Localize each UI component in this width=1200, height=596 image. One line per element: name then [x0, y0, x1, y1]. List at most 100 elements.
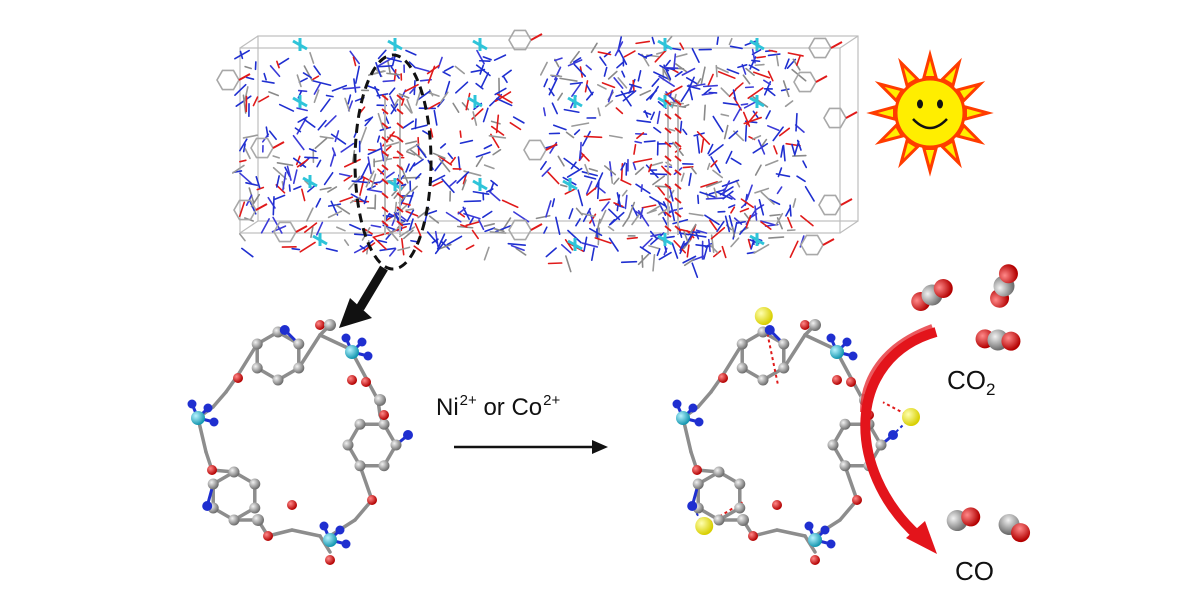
- framework-bond: [471, 229, 479, 240]
- framework-bond: [242, 94, 247, 114]
- framework-bond: [377, 112, 385, 131]
- framework-bond: [446, 235, 463, 246]
- framework-bond: [501, 69, 512, 78]
- framework-bond: [539, 61, 548, 76]
- reaction-arrow-icon: [454, 440, 608, 454]
- framework-bond: [590, 247, 595, 261]
- reactant-formula: CO: [947, 365, 986, 395]
- framework-bond: [721, 179, 740, 188]
- carbon-atom: [293, 362, 305, 374]
- framework-bond: [293, 185, 302, 191]
- framework-bond: [747, 87, 764, 99]
- framework-bond: [704, 214, 720, 226]
- framework-bond: [607, 70, 618, 80]
- framework-bond: [541, 167, 552, 177]
- framework-bond: [620, 179, 632, 186]
- framework-bond: [683, 230, 689, 242]
- framework-bond: [312, 75, 320, 81]
- framework-bond: [465, 92, 471, 111]
- framework-bond: [406, 150, 416, 156]
- framework-bond: [672, 218, 689, 225]
- framework-bond: [425, 210, 438, 216]
- framework-bond: [745, 111, 758, 126]
- framework-bond: [765, 110, 771, 120]
- framework-bond: [722, 190, 734, 200]
- stacked-linker-oxygen: [664, 127, 672, 134]
- framework-bond: [353, 78, 357, 93]
- framework-bond: [696, 135, 701, 154]
- framework-bond: [767, 53, 781, 57]
- framework-bond: [374, 86, 381, 99]
- framework-bond: [488, 190, 501, 202]
- framework-bond: [795, 54, 802, 66]
- framework-bond: [585, 84, 594, 96]
- carbon-atom: [272, 374, 284, 386]
- linker-ring: [818, 194, 842, 216]
- framework-bond: [656, 185, 666, 196]
- stacked-linker-oxygen: [396, 206, 404, 213]
- carbon-atom: [692, 478, 704, 490]
- framework-bond: [238, 201, 246, 218]
- framework-bond: [713, 250, 722, 258]
- framework-bond: [400, 98, 405, 106]
- framework-bond: [730, 206, 736, 214]
- framework-bond: [750, 239, 755, 250]
- framework-bond: [445, 211, 462, 223]
- framework-bond: [687, 76, 695, 91]
- framework-bond: [437, 155, 453, 166]
- framework-bond: [791, 143, 796, 155]
- carbon-atom: [342, 439, 354, 451]
- amino-nitrogen-atom: [687, 501, 698, 511]
- framework-bond: [615, 90, 635, 98]
- framework-bond: [482, 56, 492, 61]
- framework-bond: [760, 191, 775, 205]
- framework-bond: [792, 198, 797, 208]
- framework-bond: [730, 157, 742, 166]
- framework-bond: [263, 72, 267, 81]
- framework-bond: [488, 135, 507, 139]
- framework-bond: [478, 219, 485, 231]
- framework-bond: [450, 156, 456, 165]
- framework-bond: [662, 216, 668, 226]
- stacked-linker-oxygen: [381, 192, 389, 199]
- framework-bond: [411, 185, 418, 192]
- framework-bond: [573, 129, 581, 136]
- framework-bond: [709, 219, 718, 231]
- framework-bond: [736, 220, 746, 224]
- framework-bond: [728, 204, 736, 209]
- framework-bond: [621, 70, 626, 78]
- framework-bond: [740, 103, 749, 106]
- oxygen-atom: [810, 555, 820, 565]
- framework-bond: [483, 164, 495, 170]
- amino-nitrogen-atom: [888, 430, 898, 440]
- framework-bond: [244, 65, 252, 70]
- framework-bond: [716, 191, 733, 200]
- framework-bond: [475, 151, 491, 158]
- metal-ion-atom: [902, 408, 920, 426]
- framework-bond: [276, 60, 280, 69]
- framework-bond: [697, 194, 700, 205]
- framework-bond: [649, 85, 659, 100]
- framework-bond: [800, 215, 814, 227]
- framework-bond: [386, 57, 402, 63]
- framework-bond: [650, 111, 655, 121]
- framework-bond: [295, 155, 301, 166]
- framework-bond: [588, 227, 603, 237]
- framework-bond: [550, 74, 563, 78]
- framework-bond: [315, 197, 322, 208]
- carbon-atom: [875, 439, 887, 451]
- metal-atom: [676, 411, 690, 425]
- framework-bond: [665, 59, 671, 67]
- framework-bond: [742, 74, 751, 85]
- nitrogen-atom: [688, 403, 698, 413]
- framework-bond: [297, 89, 308, 93]
- product-label: CO: [955, 556, 994, 587]
- framework-bond: [596, 180, 600, 200]
- framework-bond: [659, 64, 670, 72]
- metal-atom: [830, 345, 844, 359]
- framework-bond: [239, 172, 252, 185]
- framework-bond: [509, 121, 522, 131]
- framework-bond: [637, 210, 650, 227]
- framework-bond: [414, 222, 422, 237]
- framework-bond: [778, 127, 791, 137]
